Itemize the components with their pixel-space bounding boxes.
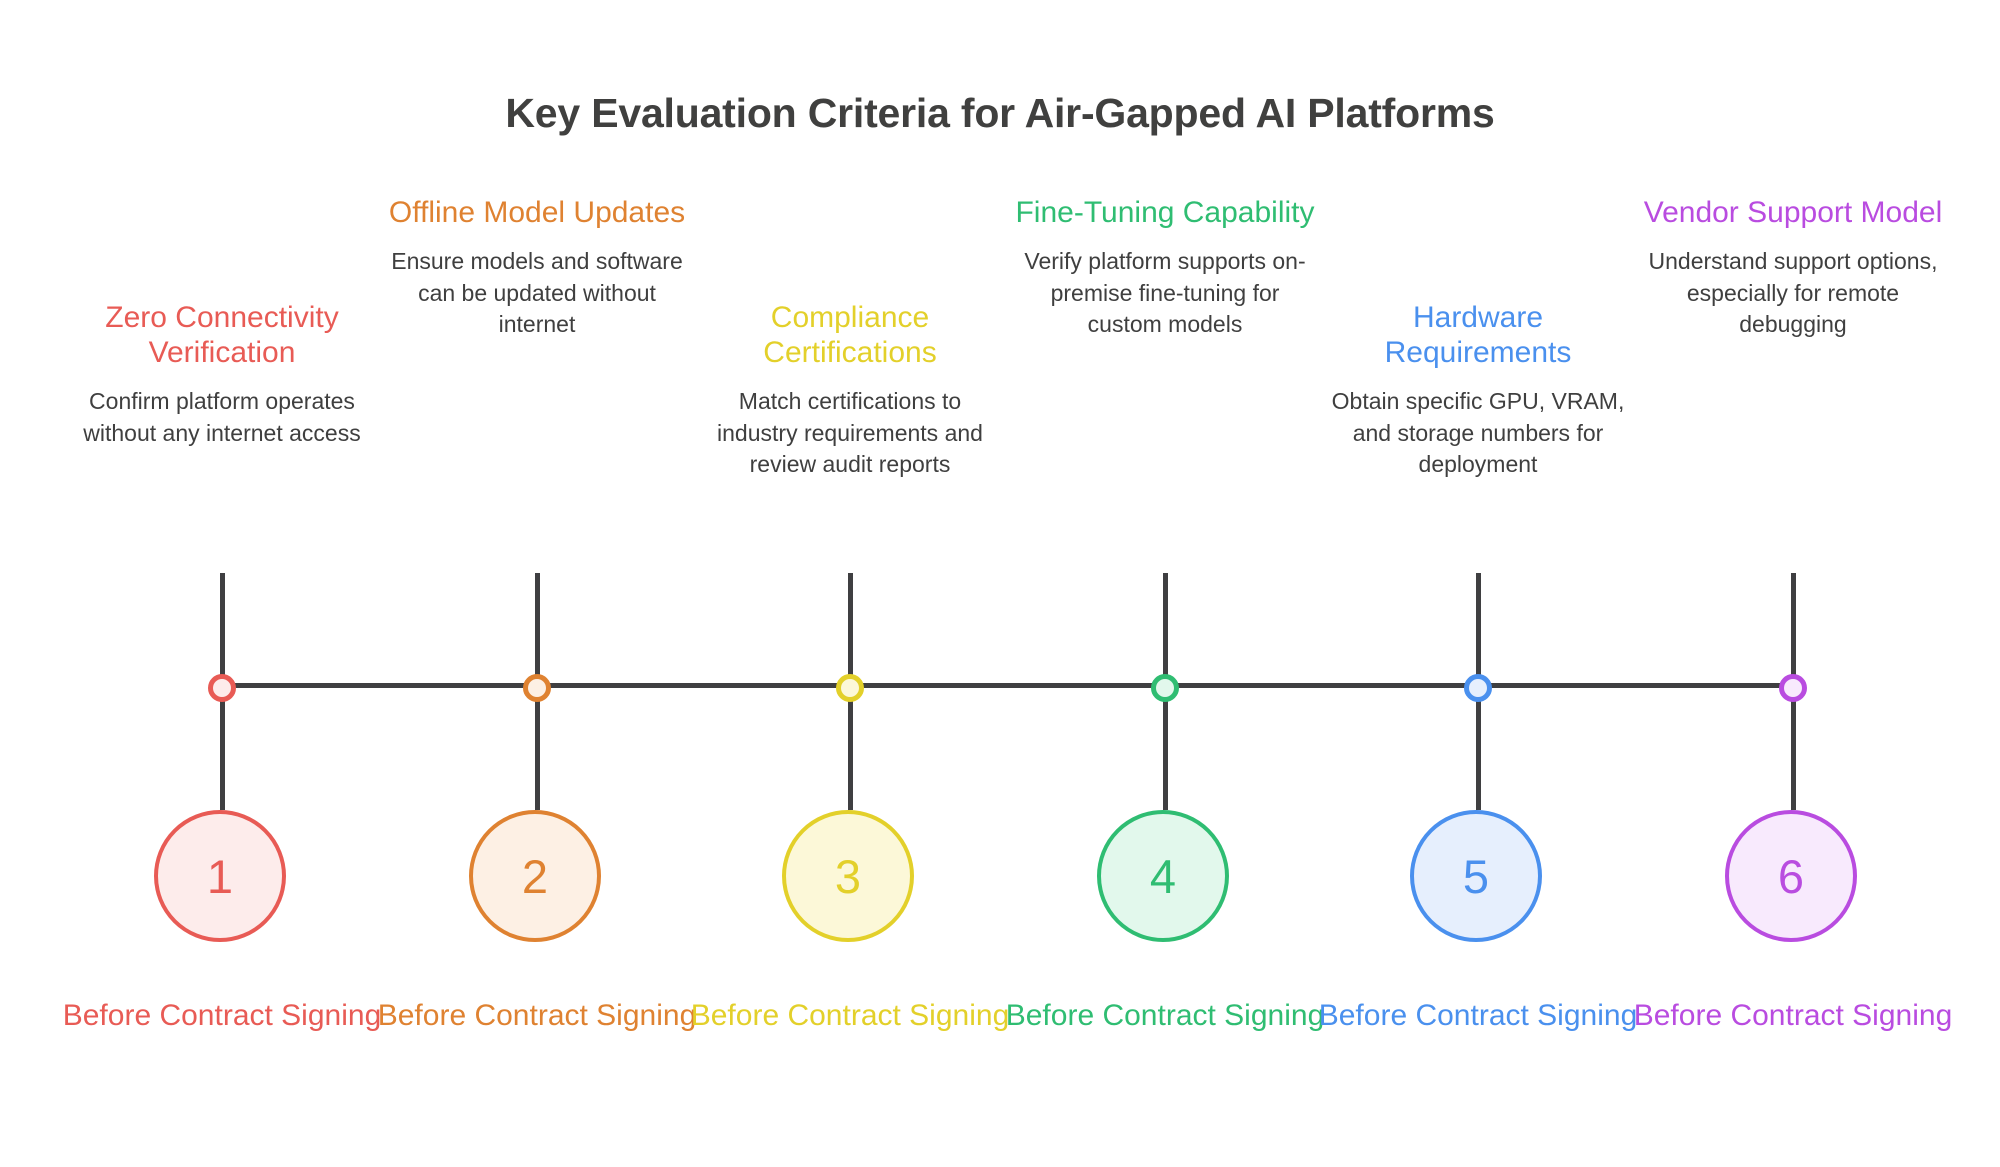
criterion-description: Obtain specific GPU, VRAM, and storage n… bbox=[1331, 388, 1625, 478]
timeline-node-marker[interactable] bbox=[208, 674, 236, 702]
step-number-circle[interactable]: 6 bbox=[1725, 810, 1857, 942]
criterion-description: Understand support options, especially f… bbox=[1648, 248, 1938, 338]
criterion-description: Verify platform supports on-premise fine… bbox=[1024, 248, 1306, 338]
step-number-circle[interactable]: 4 bbox=[1097, 810, 1229, 942]
timeline-node-marker[interactable] bbox=[1779, 674, 1807, 702]
timeline-node-marker[interactable] bbox=[836, 674, 864, 702]
step-number-label: 5 bbox=[1462, 849, 1490, 903]
page-title: Key Evaluation Criteria for Air-Gapped A… bbox=[505, 90, 1495, 136]
criterion-title: Zero Connectivity Verification bbox=[105, 301, 339, 370]
step-number-circle[interactable]: 1 bbox=[154, 810, 286, 942]
connector-stem-lower bbox=[1475, 685, 1481, 810]
step-number-circle[interactable]: 2 bbox=[469, 810, 601, 942]
criterion-description: Ensure models and software can be update… bbox=[391, 248, 683, 338]
criterion-title: Offline Model Updates bbox=[388, 196, 686, 229]
timeline-node-marker[interactable] bbox=[1464, 674, 1492, 702]
criterion-title: Fine-Tuning Capability bbox=[1015, 196, 1315, 229]
criterion-title: Hardware Requirements bbox=[1384, 301, 1572, 370]
connector-stem-upper bbox=[1790, 573, 1796, 686]
phase-label: Before Contract Signing bbox=[690, 999, 1010, 1032]
connector-stem-upper bbox=[1162, 573, 1168, 686]
phase-label: Before Contract Signing bbox=[1318, 999, 1638, 1032]
phase-label: Before Contract Signing bbox=[1633, 999, 1953, 1032]
timeline-rail bbox=[222, 683, 1793, 688]
criterion-title: Vendor Support Model bbox=[1643, 196, 1943, 229]
connector-stem-upper bbox=[534, 573, 540, 686]
step-number-circle[interactable]: 3 bbox=[782, 810, 914, 942]
connector-stem-lower bbox=[534, 685, 540, 810]
connector-stem-upper bbox=[847, 573, 853, 686]
step-number-label: 1 bbox=[206, 849, 234, 903]
connector-stem-lower bbox=[847, 685, 853, 810]
step-number-label: 3 bbox=[834, 849, 862, 903]
connector-stem-upper bbox=[219, 573, 225, 686]
timeline-node-marker[interactable] bbox=[523, 674, 551, 702]
connector-stem-lower bbox=[1790, 685, 1796, 810]
criterion-description: Confirm platform operates without any in… bbox=[83, 388, 361, 446]
step-number-circle[interactable]: 5 bbox=[1410, 810, 1542, 942]
connector-stem-lower bbox=[219, 685, 225, 810]
step-number-label: 4 bbox=[1149, 849, 1177, 903]
connector-stem-upper bbox=[1475, 573, 1481, 686]
step-number-label: 6 bbox=[1777, 849, 1805, 903]
criterion-title: Compliance Certifications bbox=[763, 301, 937, 370]
phase-label: Before Contract Signing bbox=[1005, 999, 1325, 1032]
connector-stem-lower bbox=[1162, 685, 1168, 810]
phase-label: Before Contract Signing bbox=[377, 999, 697, 1032]
step-number-label: 2 bbox=[521, 849, 549, 903]
phase-label: Before Contract Signing bbox=[62, 999, 382, 1032]
criterion-description: Match certifications to industry require… bbox=[717, 388, 983, 478]
timeline-node-marker[interactable] bbox=[1151, 674, 1179, 702]
